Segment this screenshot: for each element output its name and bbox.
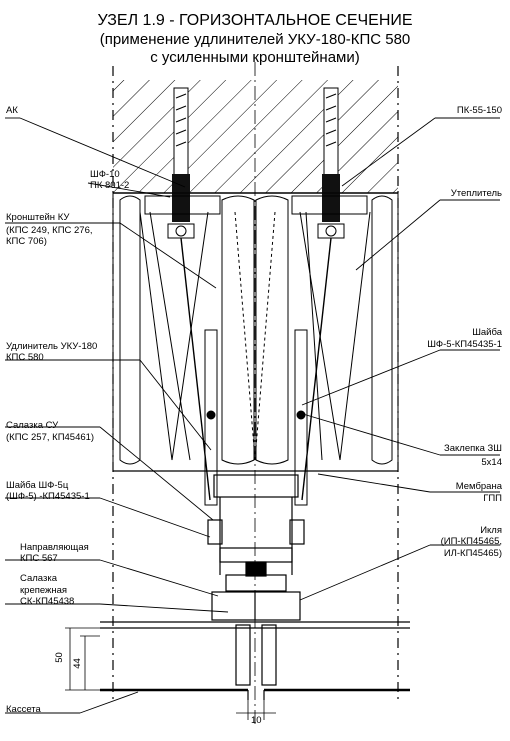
- bracket-base-right: [291, 195, 368, 215]
- label-washer-right-line2: ШФ-5-КП45435-1: [427, 339, 502, 350]
- label-rivet-line2: 5х14: [481, 457, 502, 468]
- drawing-title-line-1: УЗЕЛ 1.9 - ГОРИЗОНТАЛЬНОЕ СЕЧЕНИЕ: [97, 12, 413, 29]
- bracket-base-left: [144, 195, 221, 215]
- label-ak: АК: [6, 105, 18, 116]
- label-extender-line2: КПС 580: [6, 352, 44, 363]
- leader-lines: [5, 117, 500, 714]
- label-mount-line2: крепежная: [20, 585, 68, 596]
- label-mount-line3: СК-КП45438: [20, 596, 75, 607]
- label-slide-line1: Салазка СУ: [6, 420, 59, 431]
- dimension-lines: [65, 627, 276, 720]
- cassette-skin: [100, 621, 410, 700]
- label-extender-line1: Удлинитель УКУ-180: [6, 341, 98, 352]
- label-bracket-line2: (КПС 249, КПС 276,: [6, 225, 93, 236]
- dimension-44: 44: [71, 658, 83, 669]
- drawing-title-line-2: (применение удлинителей УКУ-180-КПС 580: [99, 31, 411, 48]
- label-pk: ПК-55-150: [456, 105, 502, 116]
- label-rivet-line1: Заклепка ЗШ: [444, 443, 502, 454]
- label-washer5-line2: (ШФ-5) -КП45435-1: [6, 491, 90, 502]
- label-mount-line1: Салазка: [20, 573, 57, 584]
- label-ikla-line2: (ИП-КП45465,: [440, 536, 502, 547]
- label-bracket-line1: Кронштейн КУ: [6, 212, 70, 223]
- guide-profile: [207, 474, 305, 621]
- dimension-10: 10: [251, 715, 262, 726]
- wall-hatched: [113, 80, 398, 193]
- anchor-right: [317, 87, 345, 239]
- bracket-left: [180, 237, 218, 506]
- label-ikla-line3: ИЛ-КП45465): [443, 548, 502, 559]
- dimension-50: 50: [53, 652, 65, 663]
- label-bracket-line3: КПС 706): [6, 236, 47, 247]
- label-shf10-line1: ШФ-10: [90, 169, 120, 180]
- bracket-right: [294, 237, 332, 506]
- label-cassette: Кассета: [6, 704, 41, 715]
- drawing-title-line-3: с усиленными кронштейнами): [150, 49, 360, 66]
- label-insulation: Утеплитель: [450, 188, 502, 199]
- label-shf10-line2: ПК 801-2: [90, 180, 130, 191]
- label-washer5-line1: Шайба ШФ-5ц: [6, 480, 69, 491]
- label-membrane-line2: ГПП: [483, 493, 502, 504]
- label-guide-line2: КПС 567: [20, 553, 58, 564]
- label-washer-right-line1: Шайба: [472, 327, 502, 338]
- label-slide-line2: (КПС 257, КП45461): [6, 432, 95, 443]
- label-ikla-line1: Икля: [480, 525, 502, 536]
- label-guide-line1: Направляющая: [20, 542, 89, 553]
- label-membrane-line1: Мембрана: [455, 481, 502, 492]
